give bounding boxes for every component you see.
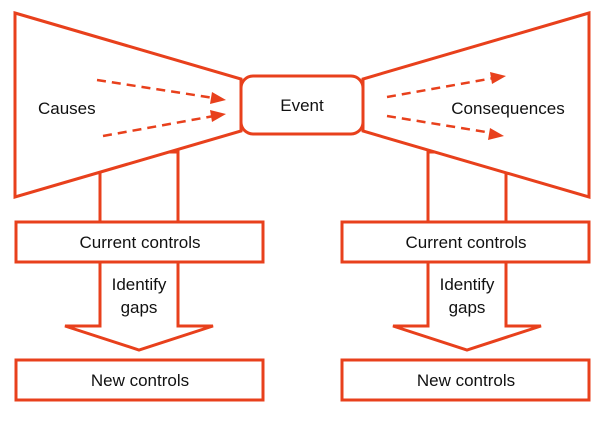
cause-arrow-lower [102,114,215,138]
causes-dashed-arrows [96,78,226,138]
left-new-controls-box [14,358,265,402]
left-identify-label: Identify [112,275,167,294]
consequence-arrow-upper [386,76,495,99]
right-new-controls-box [340,358,591,402]
right-current-controls-box [340,220,591,264]
right-identify-gaps-arrow [392,260,542,352]
consequences-label: Consequences [451,99,564,118]
right-new-controls-label: New controls [417,371,515,390]
consequences-wing [361,10,591,200]
consequence-arrow-lower-head [488,128,504,140]
consequence-arrow-upper-head [490,72,506,84]
right-identify-label: Identify [440,275,495,294]
cause-arrow-upper-head [210,92,226,104]
right-current-controls-label: Current controls [406,233,527,252]
event-box [239,74,365,136]
left-current-controls-label: Current controls [80,233,201,252]
consequences-dashed-arrows [386,72,506,140]
consequence-arrow-lower [386,114,493,135]
left-identify-gaps-arrow [64,260,214,352]
causes-label: Causes [38,99,96,118]
cause-arrow-lower-head [210,110,226,122]
cause-arrow-upper [96,78,215,100]
causes-wing [13,10,243,200]
left-new-controls-label: New controls [91,371,189,390]
event-label: Event [280,96,324,115]
right-gaps-label: gaps [449,298,486,317]
left-gaps-label: gaps [121,298,158,317]
